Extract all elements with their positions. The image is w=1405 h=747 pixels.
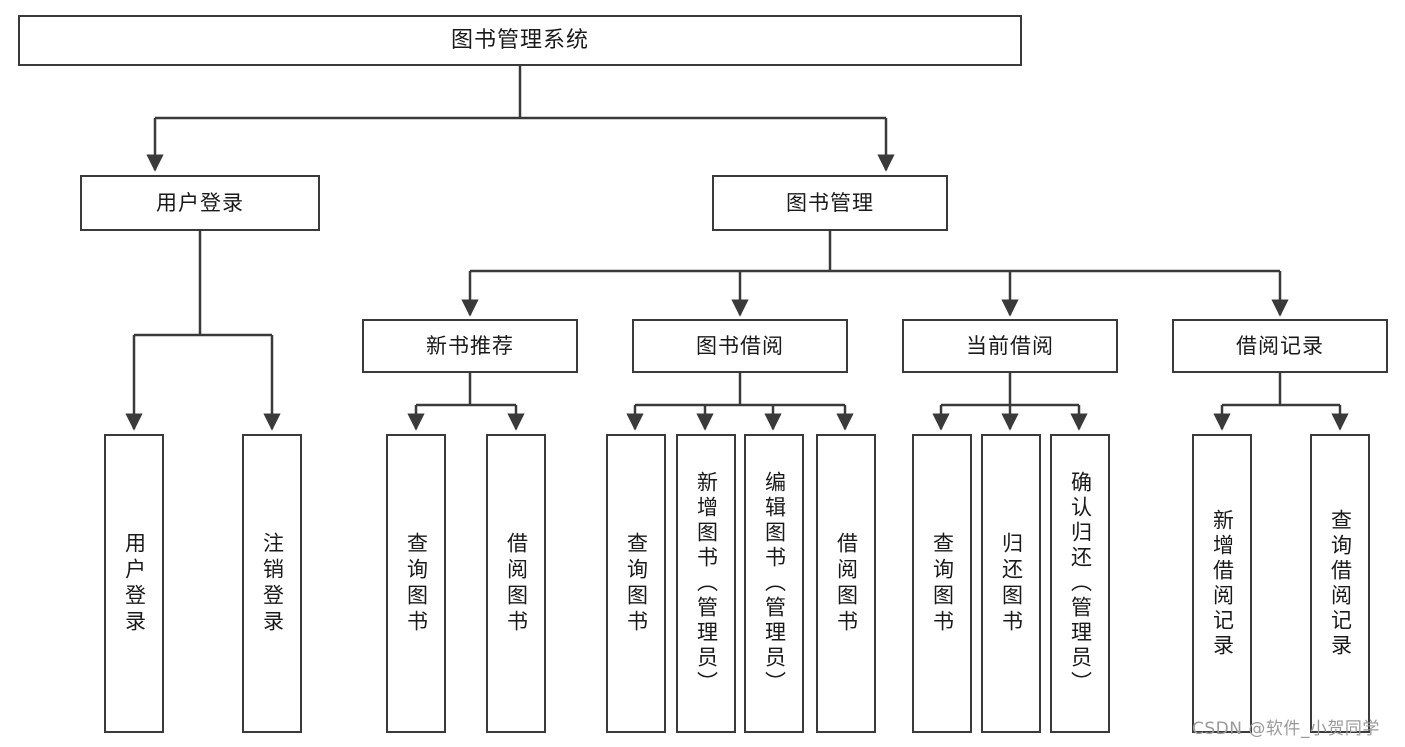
node-label: 查询图书 bbox=[404, 531, 429, 636]
leaf-new-book-borrow[interactable]: 借阅图书 bbox=[486, 434, 546, 733]
node-label: 确认归还（管理员） bbox=[1068, 471, 1093, 696]
node-label: 借阅记录 bbox=[1236, 333, 1324, 358]
leaf-user-login-logout[interactable]: 注销登录 bbox=[242, 434, 302, 733]
leaf-book-borrow-edit[interactable]: 编辑图书（管理员） bbox=[744, 434, 804, 733]
node-book-management[interactable]: 图书管理 bbox=[712, 175, 948, 231]
node-new-book-recommendation[interactable]: 新书推荐 bbox=[362, 319, 578, 373]
leaf-current-borrow-query[interactable]: 查询图书 bbox=[912, 434, 972, 733]
node-label: 归还图书 bbox=[999, 531, 1024, 636]
node-label: 编辑图书（管理员） bbox=[762, 471, 787, 696]
leaf-new-book-query[interactable]: 查询图书 bbox=[386, 434, 446, 733]
node-label: 新增图书（管理员） bbox=[694, 471, 719, 696]
node-label: 当前借阅 bbox=[966, 333, 1054, 358]
node-label: 查询借阅记录 bbox=[1328, 508, 1353, 659]
node-label: 图书管理 bbox=[786, 190, 874, 215]
node-borrowing-records[interactable]: 借阅记录 bbox=[1172, 319, 1388, 373]
node-book-borrowing[interactable]: 图书借阅 bbox=[632, 319, 848, 373]
leaf-current-borrow-confirm-return[interactable]: 确认归还（管理员） bbox=[1050, 434, 1110, 733]
node-user-login[interactable]: 用户登录 bbox=[80, 175, 320, 231]
node-book-management-system[interactable]: 图书管理系统 bbox=[18, 15, 1022, 66]
node-current-borrowing[interactable]: 当前借阅 bbox=[902, 319, 1118, 373]
node-label: 注销登录 bbox=[260, 531, 285, 636]
node-label: 用户登录 bbox=[156, 190, 244, 215]
leaf-user-login-login[interactable]: 用户登录 bbox=[104, 434, 164, 733]
node-label: 新书推荐 bbox=[426, 333, 514, 358]
node-label: 借阅图书 bbox=[504, 531, 529, 636]
node-label: 用户登录 bbox=[122, 531, 147, 636]
node-label: 查询图书 bbox=[930, 531, 955, 636]
csdn-watermark: CSDN @软件_小贺同学 bbox=[1192, 719, 1380, 739]
node-label: 新增借阅记录 bbox=[1210, 508, 1235, 659]
leaf-book-borrow-add[interactable]: 新增图书（管理员） bbox=[676, 434, 736, 733]
node-label: 图书管理系统 bbox=[450, 27, 589, 53]
leaf-current-borrow-return[interactable]: 归还图书 bbox=[981, 434, 1041, 733]
leaf-book-borrow-query[interactable]: 查询图书 bbox=[606, 434, 666, 733]
node-label: 图书借阅 bbox=[696, 333, 784, 358]
node-label: 查询图书 bbox=[624, 531, 649, 636]
leaf-borrow-record-query[interactable]: 查询借阅记录 bbox=[1310, 434, 1370, 733]
leaf-borrow-record-add[interactable]: 新增借阅记录 bbox=[1192, 434, 1252, 733]
node-label: 借阅图书 bbox=[834, 531, 859, 636]
leaf-book-borrow-borrow[interactable]: 借阅图书 bbox=[816, 434, 876, 733]
